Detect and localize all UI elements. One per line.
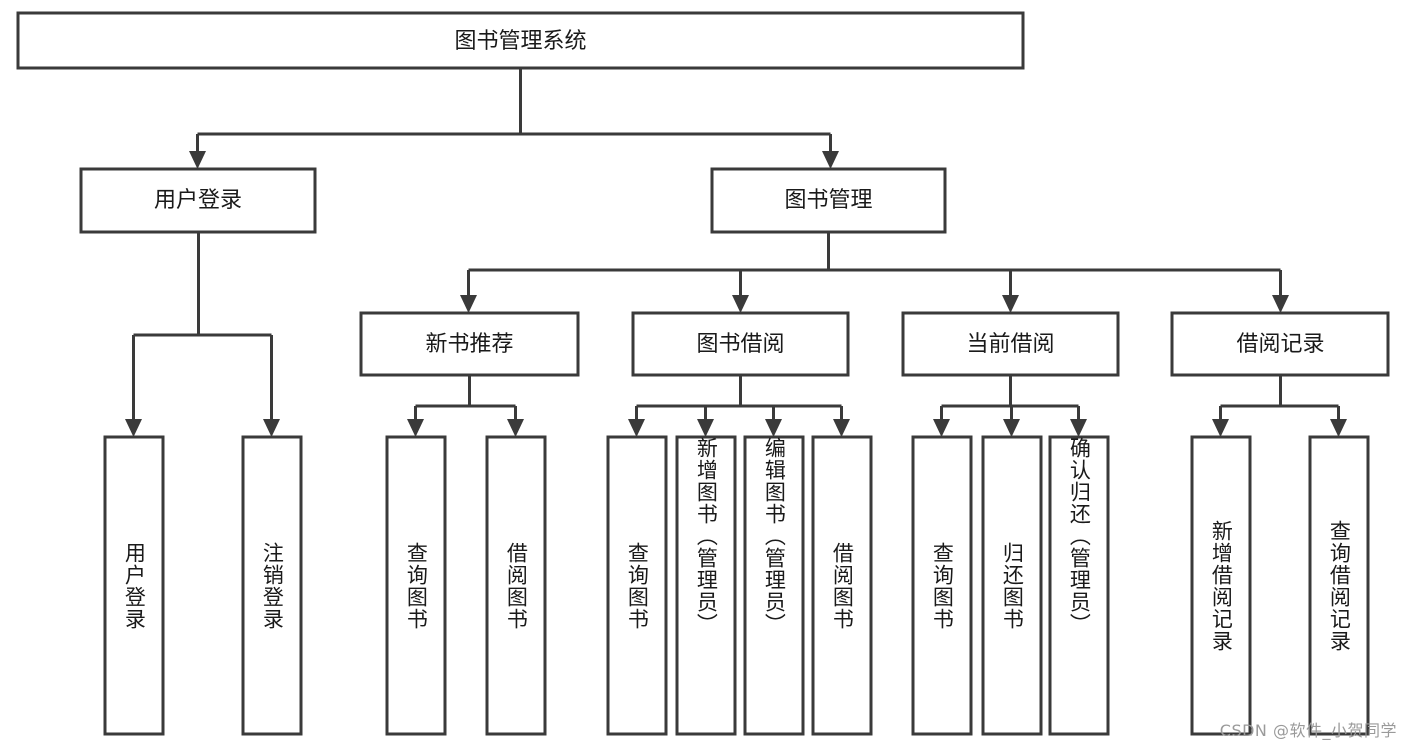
arrow-head-current-query [933, 419, 950, 437]
arrow-head-new-book [460, 295, 477, 313]
node-root[interactable]: 图书管理系统 [16, 11, 1025, 70]
node-new-book-recommend-box[interactable] [359, 311, 580, 377]
connector-group-user-login [125, 232, 280, 437]
node-new-book-recommend-label: 新书推荐 [425, 332, 513, 357]
arrow-head-newbook-query [407, 419, 424, 437]
watermark-text: CSDN @软件_小贺同学 [1219, 721, 1397, 740]
connector-group-root [189, 68, 839, 169]
node-book-management-label: 图书管理 [784, 188, 872, 213]
arrow-head-borrow-query [628, 419, 645, 437]
leaf-box-current-return[interactable] [981, 435, 1043, 736]
node-book-management-box[interactable] [710, 167, 947, 234]
arrow-head-record-add [1212, 419, 1229, 437]
leaf-box-record-add[interactable] [1190, 435, 1252, 736]
leaf-box-record-query[interactable] [1308, 435, 1370, 736]
node-user-login-label: 用户登录 [154, 188, 242, 213]
leaf-box-logout[interactable] [241, 435, 303, 736]
arrow-head-current [1002, 295, 1019, 313]
node-user-login-box[interactable] [79, 167, 317, 234]
leaf-box-borrow-lend[interactable] [811, 435, 873, 736]
leaf-box-current-query[interactable] [911, 435, 973, 736]
node-borrow-record-box[interactable] [1170, 311, 1390, 377]
arrow-head-user-login [189, 151, 206, 169]
arrow-head-record [1272, 295, 1289, 313]
connector-group-new-book [407, 375, 524, 437]
leaf-box-borrow-edit[interactable] [743, 435, 805, 736]
connector-group-current-borrow [933, 375, 1087, 437]
node-root-box[interactable] [16, 11, 1025, 70]
connector-group-borrow-record [1212, 375, 1347, 437]
node-root-label: 图书管理系统 [454, 29, 586, 54]
node-book-borrow-box[interactable] [631, 311, 850, 377]
connector-group-book-borrow [628, 375, 850, 437]
leaf-box-newbook-borrow[interactable] [485, 435, 547, 736]
leaf-box-borrow-add[interactable] [675, 435, 737, 736]
arrow-head-leaf-user-login [125, 419, 142, 437]
arrow-head-book-mgmt [822, 151, 839, 169]
leaf-box-newbook-query[interactable] [385, 435, 447, 736]
leaf-boxes [103, 435, 1370, 736]
arrow-head-newbook-borrow [507, 419, 524, 437]
node-borrow-record[interactable]: 借阅记录 [1170, 311, 1390, 377]
node-borrow-record-label: 借阅记录 [1236, 332, 1324, 357]
arrow-head-leaf-logout [263, 419, 280, 437]
node-book-borrow[interactable]: 图书借阅 [631, 311, 850, 377]
arrow-head-borrow-lend [833, 419, 850, 437]
arrow-head-record-query [1330, 419, 1347, 437]
node-book-management[interactable]: 图书管理 [710, 167, 947, 234]
arrow-head-current-return [1003, 419, 1020, 437]
node-new-book-recommend[interactable]: 新书推荐 [359, 311, 580, 377]
arrow-head-borrow-edit [765, 419, 782, 437]
leaf-box-user-login[interactable] [103, 435, 165, 736]
node-user-login[interactable]: 用户登录 [79, 167, 317, 234]
leaf-box-current-confirm[interactable] [1048, 435, 1110, 736]
node-current-borrow-box[interactable] [901, 311, 1120, 377]
node-book-borrow-label: 图书借阅 [696, 332, 784, 357]
arrow-head-borrow-add [697, 419, 714, 437]
node-current-borrow-label: 当前借阅 [966, 332, 1054, 357]
leaf-box-borrow-query[interactable] [606, 435, 668, 736]
arrow-head-current-confirm [1070, 419, 1087, 437]
connector-group-book-mgmt [460, 232, 1289, 313]
node-current-borrow[interactable]: 当前借阅 [901, 311, 1120, 377]
arrow-head-borrow [732, 295, 749, 313]
